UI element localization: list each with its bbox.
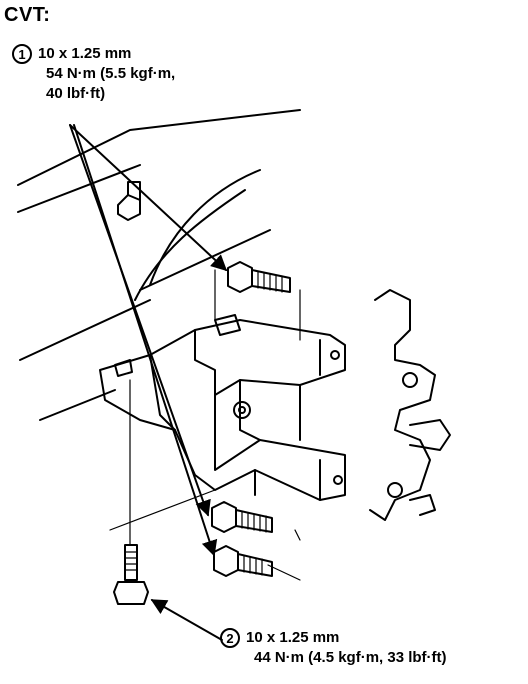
bolt-vertical <box>124 544 138 581</box>
frame-line-mid <box>139 229 271 291</box>
callout-1-spec: 10 x 1.25 mm <box>38 45 132 62</box>
leader-1a <box>69 124 228 272</box>
right-mount <box>369 289 436 521</box>
frame-line-lower <box>39 389 116 421</box>
callout-2-number: 2 <box>220 628 240 648</box>
leader-1c <box>73 124 218 557</box>
leader-1b <box>69 124 211 517</box>
frame-line-upper-2 <box>17 164 141 213</box>
callout-1: 1 10 x 1.25 mm 54 N·m (5.5 kgf·m, 40 lbf·… <box>12 44 175 104</box>
bolt-lower-1 <box>211 501 237 533</box>
section-title: CVT: <box>4 4 51 26</box>
leader-2 <box>150 599 223 641</box>
center-bolt <box>233 401 251 419</box>
frame-curve <box>149 169 261 286</box>
callout-1-torque-line-1: 54 N·m (5.5 kgf·m, <box>46 65 176 82</box>
frame-curve-2 <box>134 189 246 301</box>
frame-line-left <box>19 299 151 361</box>
bolt-lower-2 <box>213 545 239 577</box>
mount-bracket <box>99 319 346 501</box>
callout-1-torque-line-2: 40 lbf·ft) <box>46 85 106 102</box>
callout-2-spec: 10 x 1.25 mm <box>246 629 340 646</box>
frame-line-upper <box>17 109 301 186</box>
bolt-upper <box>227 261 253 293</box>
top-bolt <box>117 194 141 221</box>
callout-2: 2 10 x 1.25 mm 44 N·m (4.5 kgf·m, 33 lbf·… <box>220 628 447 668</box>
callout-1-number: 1 <box>12 44 32 64</box>
callout-2-torque-line: 44 N·m (4.5 kgf·m, 33 lbf·ft) <box>254 649 447 666</box>
